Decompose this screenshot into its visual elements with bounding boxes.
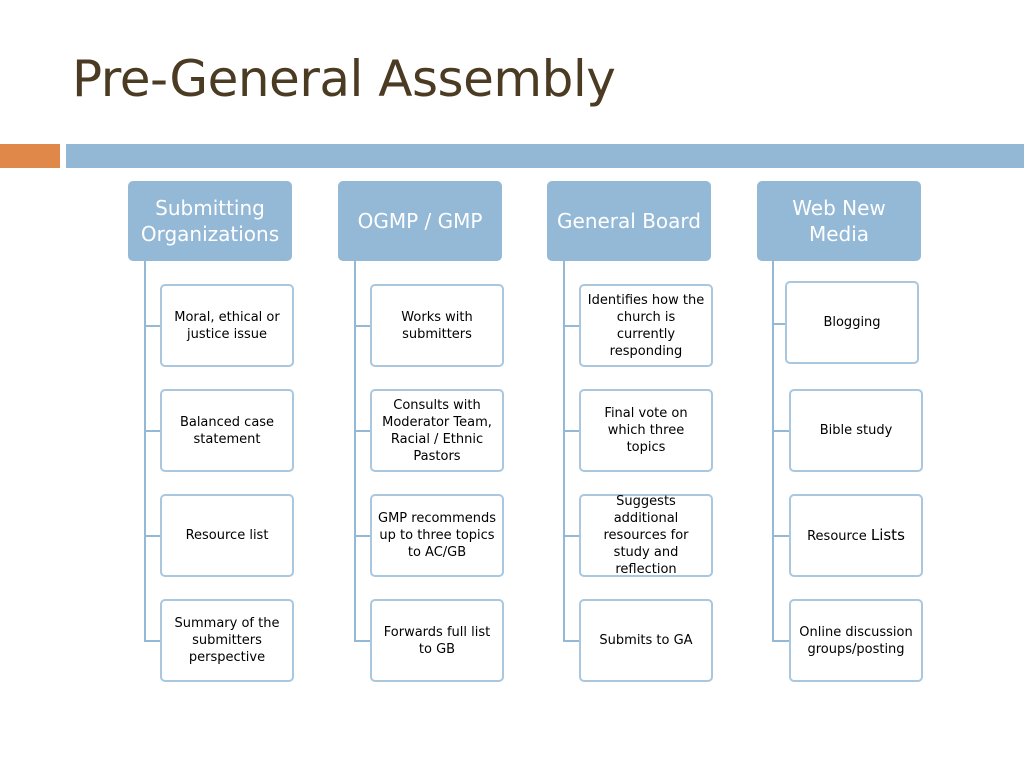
slide-title: Pre-General Assembly — [72, 50, 616, 108]
item-suggests-additional-resources: Suggests additional resources for study … — [579, 494, 713, 577]
accent-bar-blue — [66, 144, 1024, 168]
item-resource-lists-part2: Lists — [870, 525, 905, 544]
connector-trunk — [772, 261, 774, 641]
item-blogging: Blogging — [785, 281, 919, 364]
item-gmp-recommends-topics: GMP recommends up to three topics to AC/… — [370, 494, 504, 577]
connector-branch — [772, 535, 789, 537]
item-summary-submitters-perspective: Summary of the submitters perspective — [160, 599, 294, 682]
item-balanced-case-statement: Balanced case statement — [160, 389, 294, 472]
column-header-web-new-media: Web New Media — [757, 181, 921, 261]
connector-branch — [354, 535, 370, 537]
connector-branch — [563, 325, 579, 327]
accent-bar-orange — [0, 144, 60, 168]
item-bible-study: Bible study — [789, 389, 923, 472]
item-final-vote-topics: Final vote on which three topics — [579, 389, 713, 472]
item-identifies-church-response: Identifies how the church is currently r… — [579, 284, 713, 367]
connector-branch — [354, 325, 370, 327]
item-resource-lists-part1: Resource — [807, 528, 871, 544]
connector-branch — [772, 323, 785, 325]
connector-branch — [144, 640, 160, 642]
connector-branch — [144, 325, 160, 327]
item-resource-list: Resource list — [160, 494, 294, 577]
connector-branch — [772, 640, 789, 642]
connector-trunk — [563, 261, 565, 641]
connector-branch — [772, 430, 789, 432]
connector-branch — [354, 640, 370, 642]
item-resource-lists: Resource Lists — [789, 494, 923, 577]
connector-branch — [354, 430, 370, 432]
connector-branch — [563, 535, 579, 537]
column-header-submitting-organizations: Submitting Organizations — [128, 181, 292, 261]
item-works-with-submitters: Works with submitters — [370, 284, 504, 367]
item-online-discussion-groups: Online discussion groups/posting — [789, 599, 923, 682]
connector-trunk — [354, 261, 356, 641]
column-header-general-board: General Board — [547, 181, 711, 261]
item-consults-with-moderator-team: Consults with Moderator Team, Racial / E… — [370, 389, 504, 472]
connector-branch — [144, 430, 160, 432]
item-submits-to-ga: Submits to GA — [579, 599, 713, 682]
column-header-ogmp-gmp: OGMP / GMP — [338, 181, 502, 261]
item-moral-ethical-justice-issue: Moral, ethical or justice issue — [160, 284, 294, 367]
connector-branch — [563, 640, 579, 642]
connector-trunk — [144, 261, 146, 641]
connector-branch — [563, 430, 579, 432]
item-forwards-full-list: Forwards full list to GB — [370, 599, 504, 682]
connector-branch — [144, 535, 160, 537]
